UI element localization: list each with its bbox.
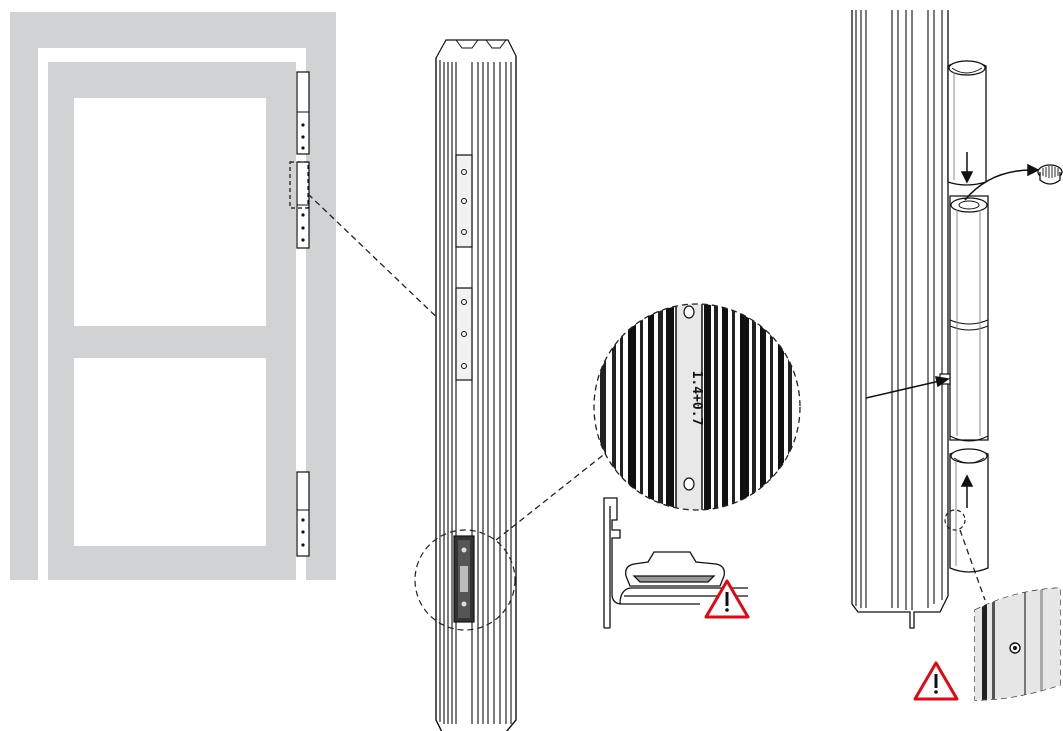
callout-line-door [307, 193, 449, 329]
detail-selection-box [289, 161, 309, 209]
hinge-knuckle-bottom [949, 448, 989, 573]
door-elevation [10, 12, 336, 580]
vertical-profile [435, 39, 517, 731]
detail-label: 1.4+0.7 [689, 371, 704, 426]
door-hinge-top [296, 71, 310, 249]
hinge-detail-closeup [974, 587, 1061, 701]
right-profile [851, 10, 1063, 629]
hinge-cap-icon [1037, 164, 1063, 185]
detail-callout-circle-hinge [944, 509, 966, 531]
profile-hinge-plate-3 [453, 535, 475, 623]
hinge-knuckle-middle [949, 195, 989, 442]
screw-hole-top [683, 305, 695, 319]
door-hinge-bottom [296, 471, 310, 557]
profile-hinge-plate-2 [455, 287, 473, 381]
profile-hinge-plate-1 [455, 154, 473, 248]
detail-callout-circle-small [414, 529, 516, 631]
profile-cross-section [603, 497, 748, 629]
screw-hole-bottom [683, 477, 695, 491]
direction-arrow-icon [865, 152, 1040, 508]
detail-magnified-view: 1.4+0.7 [593, 303, 801, 511]
door-leaf [48, 62, 296, 580]
warning-triangle-icon [913, 661, 959, 701]
warning-triangle-icon [704, 579, 750, 619]
callout-line-profile [495, 447, 613, 541]
